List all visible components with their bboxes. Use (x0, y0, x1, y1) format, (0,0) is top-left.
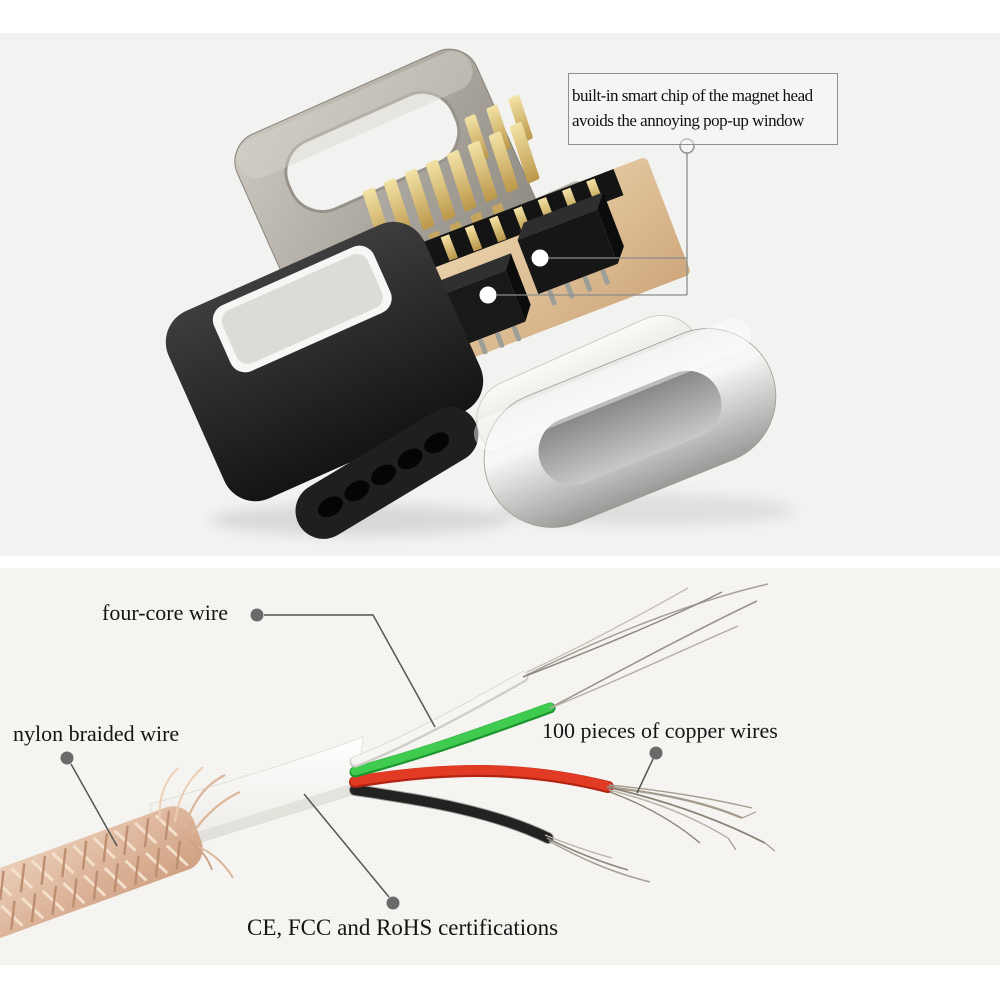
label-certifications: CE, FCC and RoHS certifications (247, 915, 559, 940)
callout-box: built-in smart chip of the magnet head a… (568, 73, 838, 145)
label-nylon-braided-wire: nylon braided wire (13, 721, 180, 746)
photo-section-background (0, 568, 1000, 965)
label-four-core-wire: four-core wire (102, 600, 228, 625)
callout-line-1: built-in smart chip of the magnet head (572, 86, 813, 105)
label-copper-wires: 100 pieces of copper wires (542, 718, 778, 743)
callout-line-2: avoids the annoying pop-up window (572, 111, 804, 130)
render-section-background (0, 33, 1000, 556)
